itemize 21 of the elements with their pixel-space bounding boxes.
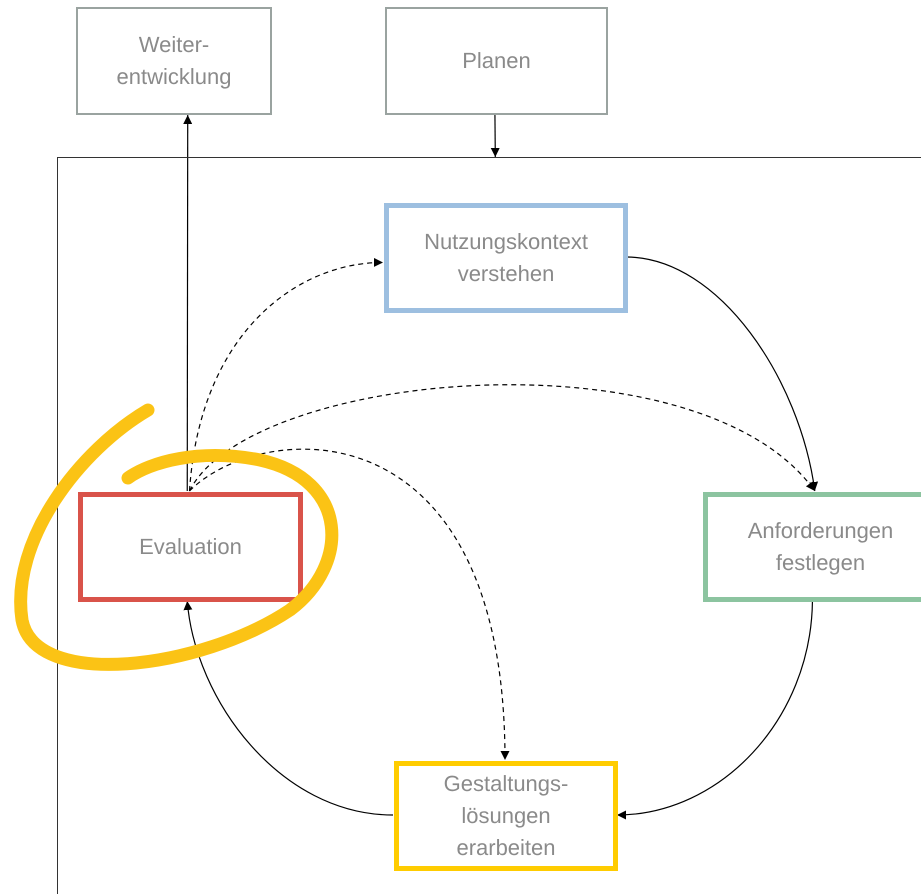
process-box (385, 7, 608, 115)
process-box (384, 203, 628, 313)
arrow (183, 115, 192, 491)
process-box (78, 492, 303, 602)
arrow (616, 600, 814, 819)
arrow (626, 256, 818, 492)
arrow (188, 258, 384, 492)
process-box (394, 761, 618, 871)
box-label: Nutzungskontext verstehen (423, 228, 589, 288)
box-label: Gestaltungs- lösungen erarbeiten (442, 770, 570, 862)
arrow (189, 448, 509, 760)
process-box (703, 492, 921, 602)
arrow (184, 600, 394, 816)
arrow (189, 384, 816, 492)
box-label: Planen (462, 47, 531, 75)
box-label: Weiter- entwicklung (116, 31, 232, 91)
box-label: Anforderungen festlegen (746, 517, 894, 577)
box-label: Evaluation (139, 533, 242, 561)
frame-box (57, 157, 921, 894)
process-box (76, 7, 272, 115)
arrow (490, 115, 500, 157)
